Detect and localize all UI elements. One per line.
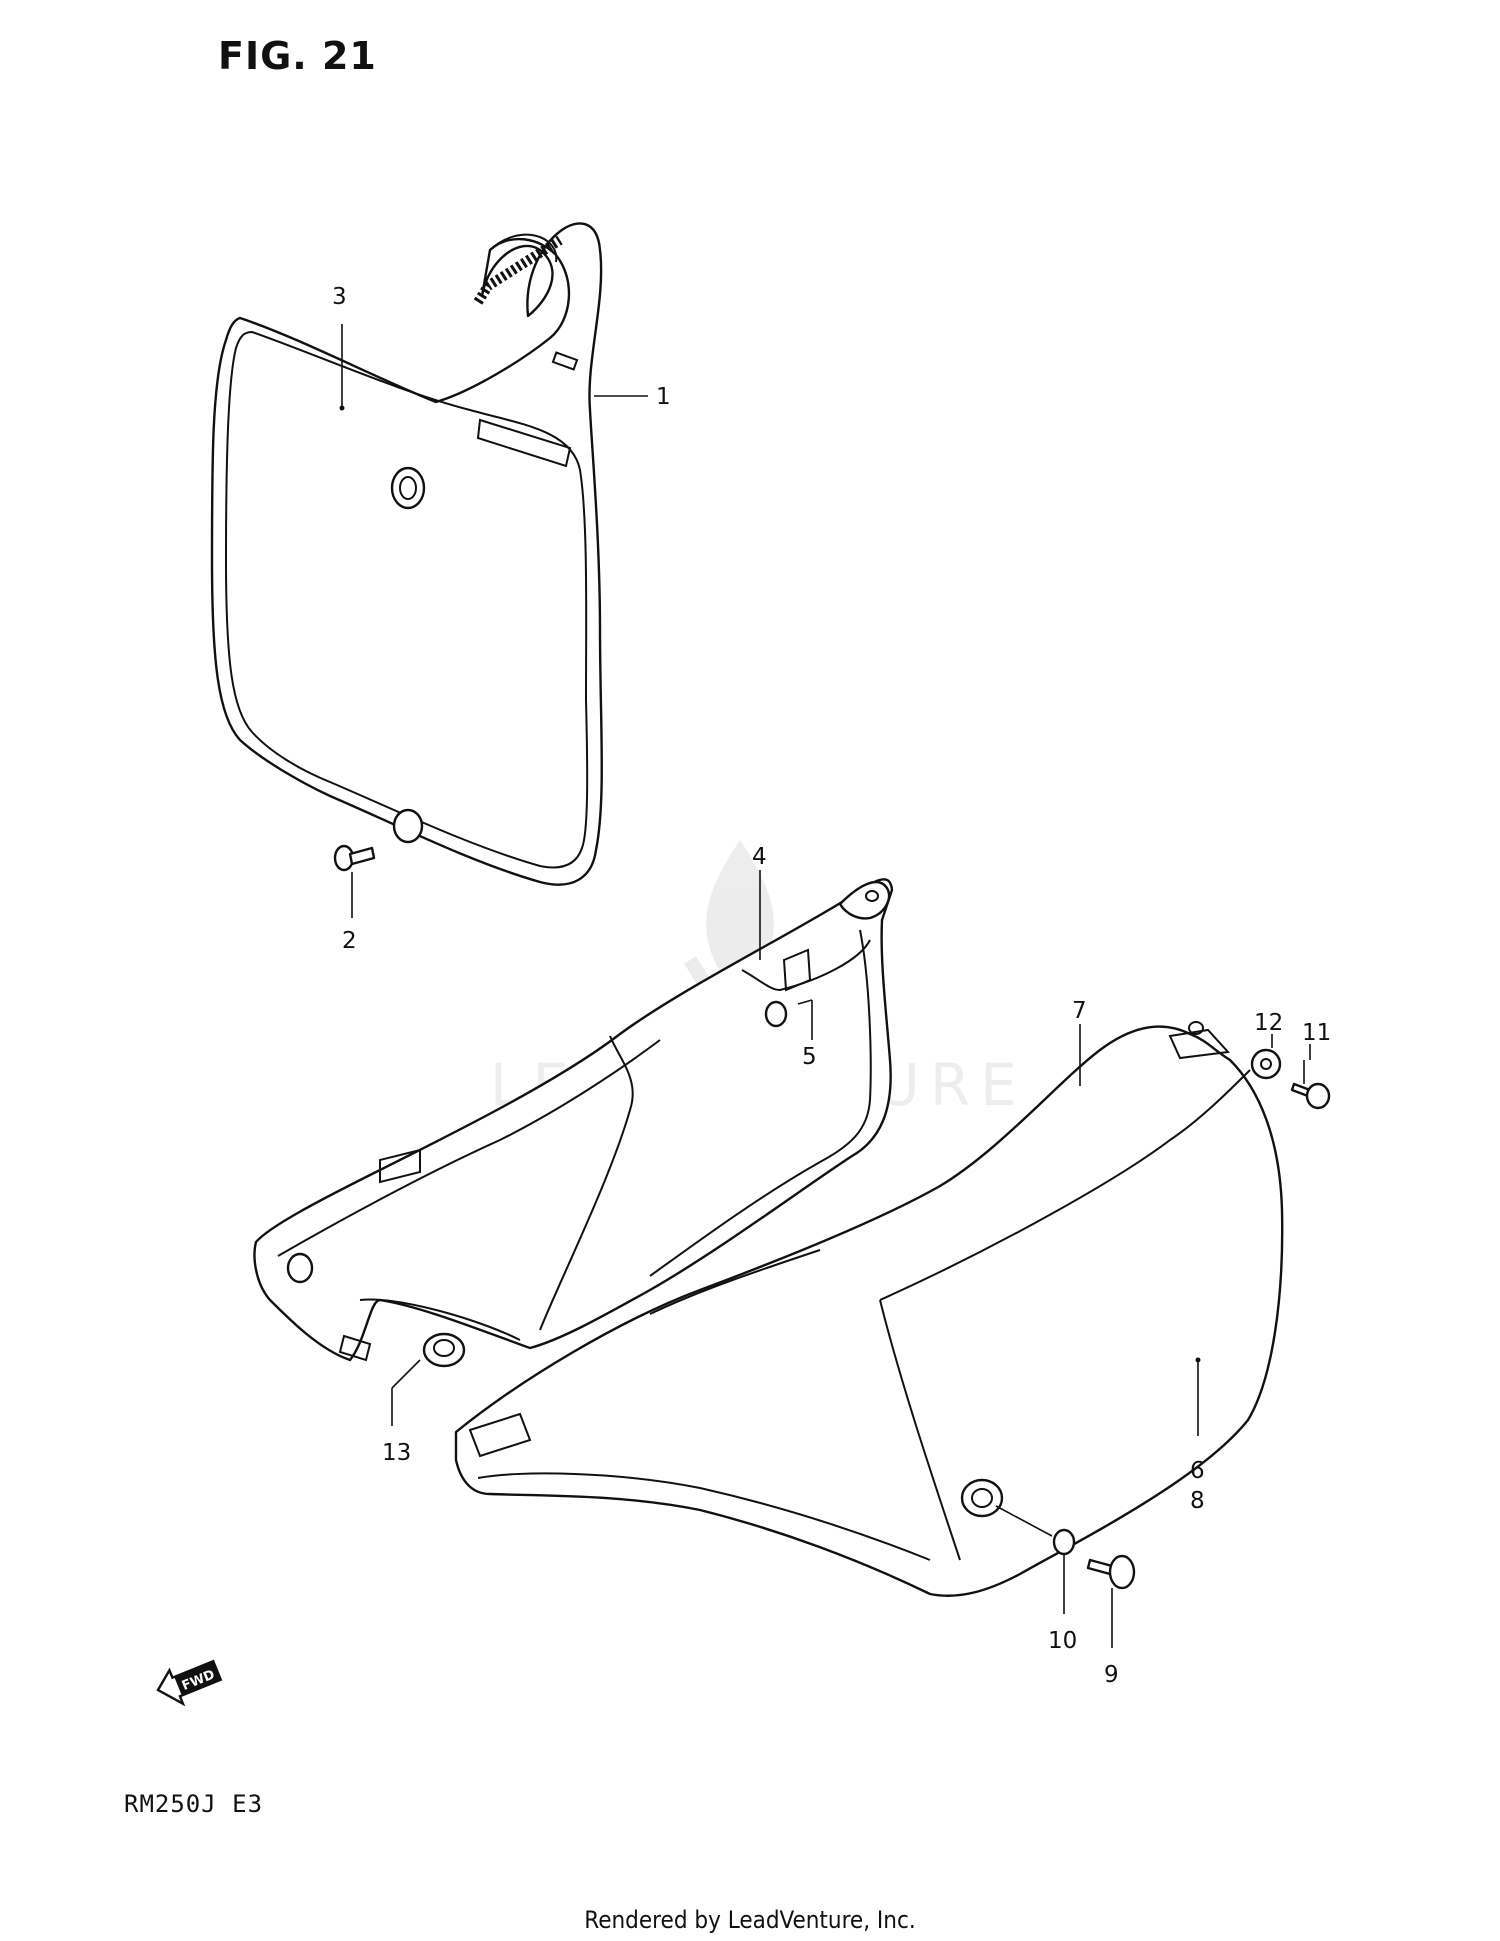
figure-title: FIG. 21 (218, 34, 377, 78)
fwd-arrow-icon: FWD (156, 1659, 223, 1707)
callout-3: 3 (332, 284, 347, 310)
callout-1: 1 (656, 384, 671, 410)
model-code: RM250J E3 (124, 1790, 264, 1818)
washer-part-12 (1250, 1048, 1282, 1080)
callout-9: 9 (1104, 1662, 1119, 1688)
callout-2: 2 (342, 928, 357, 954)
leader-lines (339, 324, 1311, 1648)
callout-5: 5 (802, 1044, 817, 1070)
number-plate (210, 222, 603, 886)
footer-credit: Rendered by LeadVenture, Inc. (584, 1906, 916, 1934)
callout-10: 10 (1048, 1628, 1077, 1654)
side-cover-right (454, 1021, 1284, 1597)
bolt-part-9 (1086, 1554, 1136, 1590)
frame-cover-left (253, 878, 894, 1362)
grommet-part-13 (422, 1332, 466, 1368)
callout-8: 8 (1190, 1488, 1205, 1514)
callout-12: 12 (1254, 1010, 1283, 1036)
callout-4: 4 (752, 844, 767, 870)
callout-6: 6 (1190, 1458, 1205, 1484)
callout-11: 11 (1302, 1020, 1331, 1046)
callout-7: 7 (1072, 998, 1087, 1024)
screw-part-2 (333, 844, 376, 872)
callout-13: 13 (382, 1440, 411, 1466)
collar-part-10 (1052, 1528, 1076, 1556)
bolt-part-11 (1290, 1082, 1331, 1110)
